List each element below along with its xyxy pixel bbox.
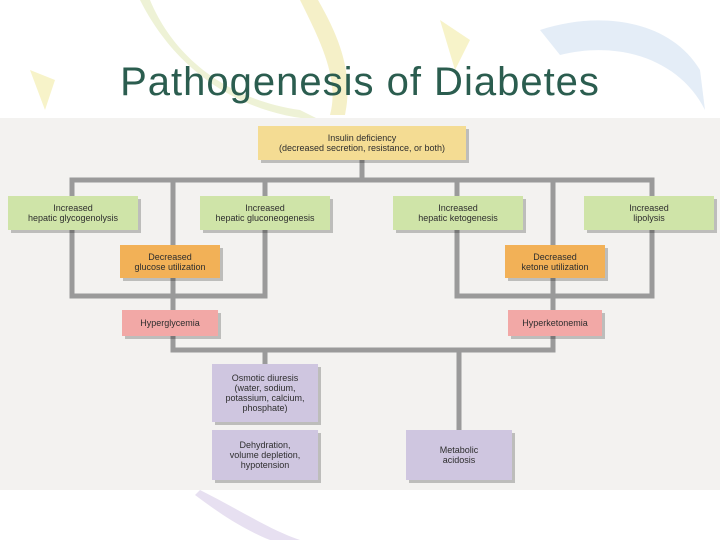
decorative-swoosh bbox=[300, 0, 348, 115]
increased-hepatic-ketogenesis-box: Increased hepatic ketogenesis bbox=[393, 196, 523, 230]
slide-title: Pathogenesis of Diabetes bbox=[120, 60, 600, 104]
decorative-swoosh bbox=[540, 20, 705, 110]
decorative-swoosh bbox=[440, 20, 470, 70]
hyperglycemia-box: Hyperglycemia bbox=[122, 310, 218, 336]
insulin-deficiency-box: Insulin deficiency (decreased secretion,… bbox=[258, 126, 466, 160]
increased-hepatic-gluconeogenesis-box: Increased hepatic gluconeogenesis bbox=[200, 196, 330, 230]
decreased-ketone-utilization-box: Decreased ketone utilization bbox=[505, 245, 605, 278]
decorative-swoosh bbox=[195, 490, 300, 540]
dehydration-box: Dehydration, volume depletion, hypotensi… bbox=[212, 430, 318, 480]
increased-hepatic-glycogenolysis-box: Increased hepatic glycogenolysis bbox=[8, 196, 138, 230]
increased-lipolysis-box: Increased lipolysis bbox=[584, 196, 714, 230]
osmotic-diuresis-box: Osmotic diuresis (water, sodium, potassi… bbox=[212, 364, 318, 422]
hyperketonemia-box: Hyperketonemia bbox=[508, 310, 602, 336]
decorative-swoosh bbox=[30, 70, 55, 110]
decreased-glucose-utilization-box: Decreased glucose utilization bbox=[120, 245, 220, 278]
connector-lines bbox=[69, 157, 655, 433]
pathogenesis-flowchart: Insulin deficiency (decreased secretion,… bbox=[0, 118, 720, 490]
metabolic-acidosis-box: Metabolic acidosis bbox=[406, 430, 512, 480]
